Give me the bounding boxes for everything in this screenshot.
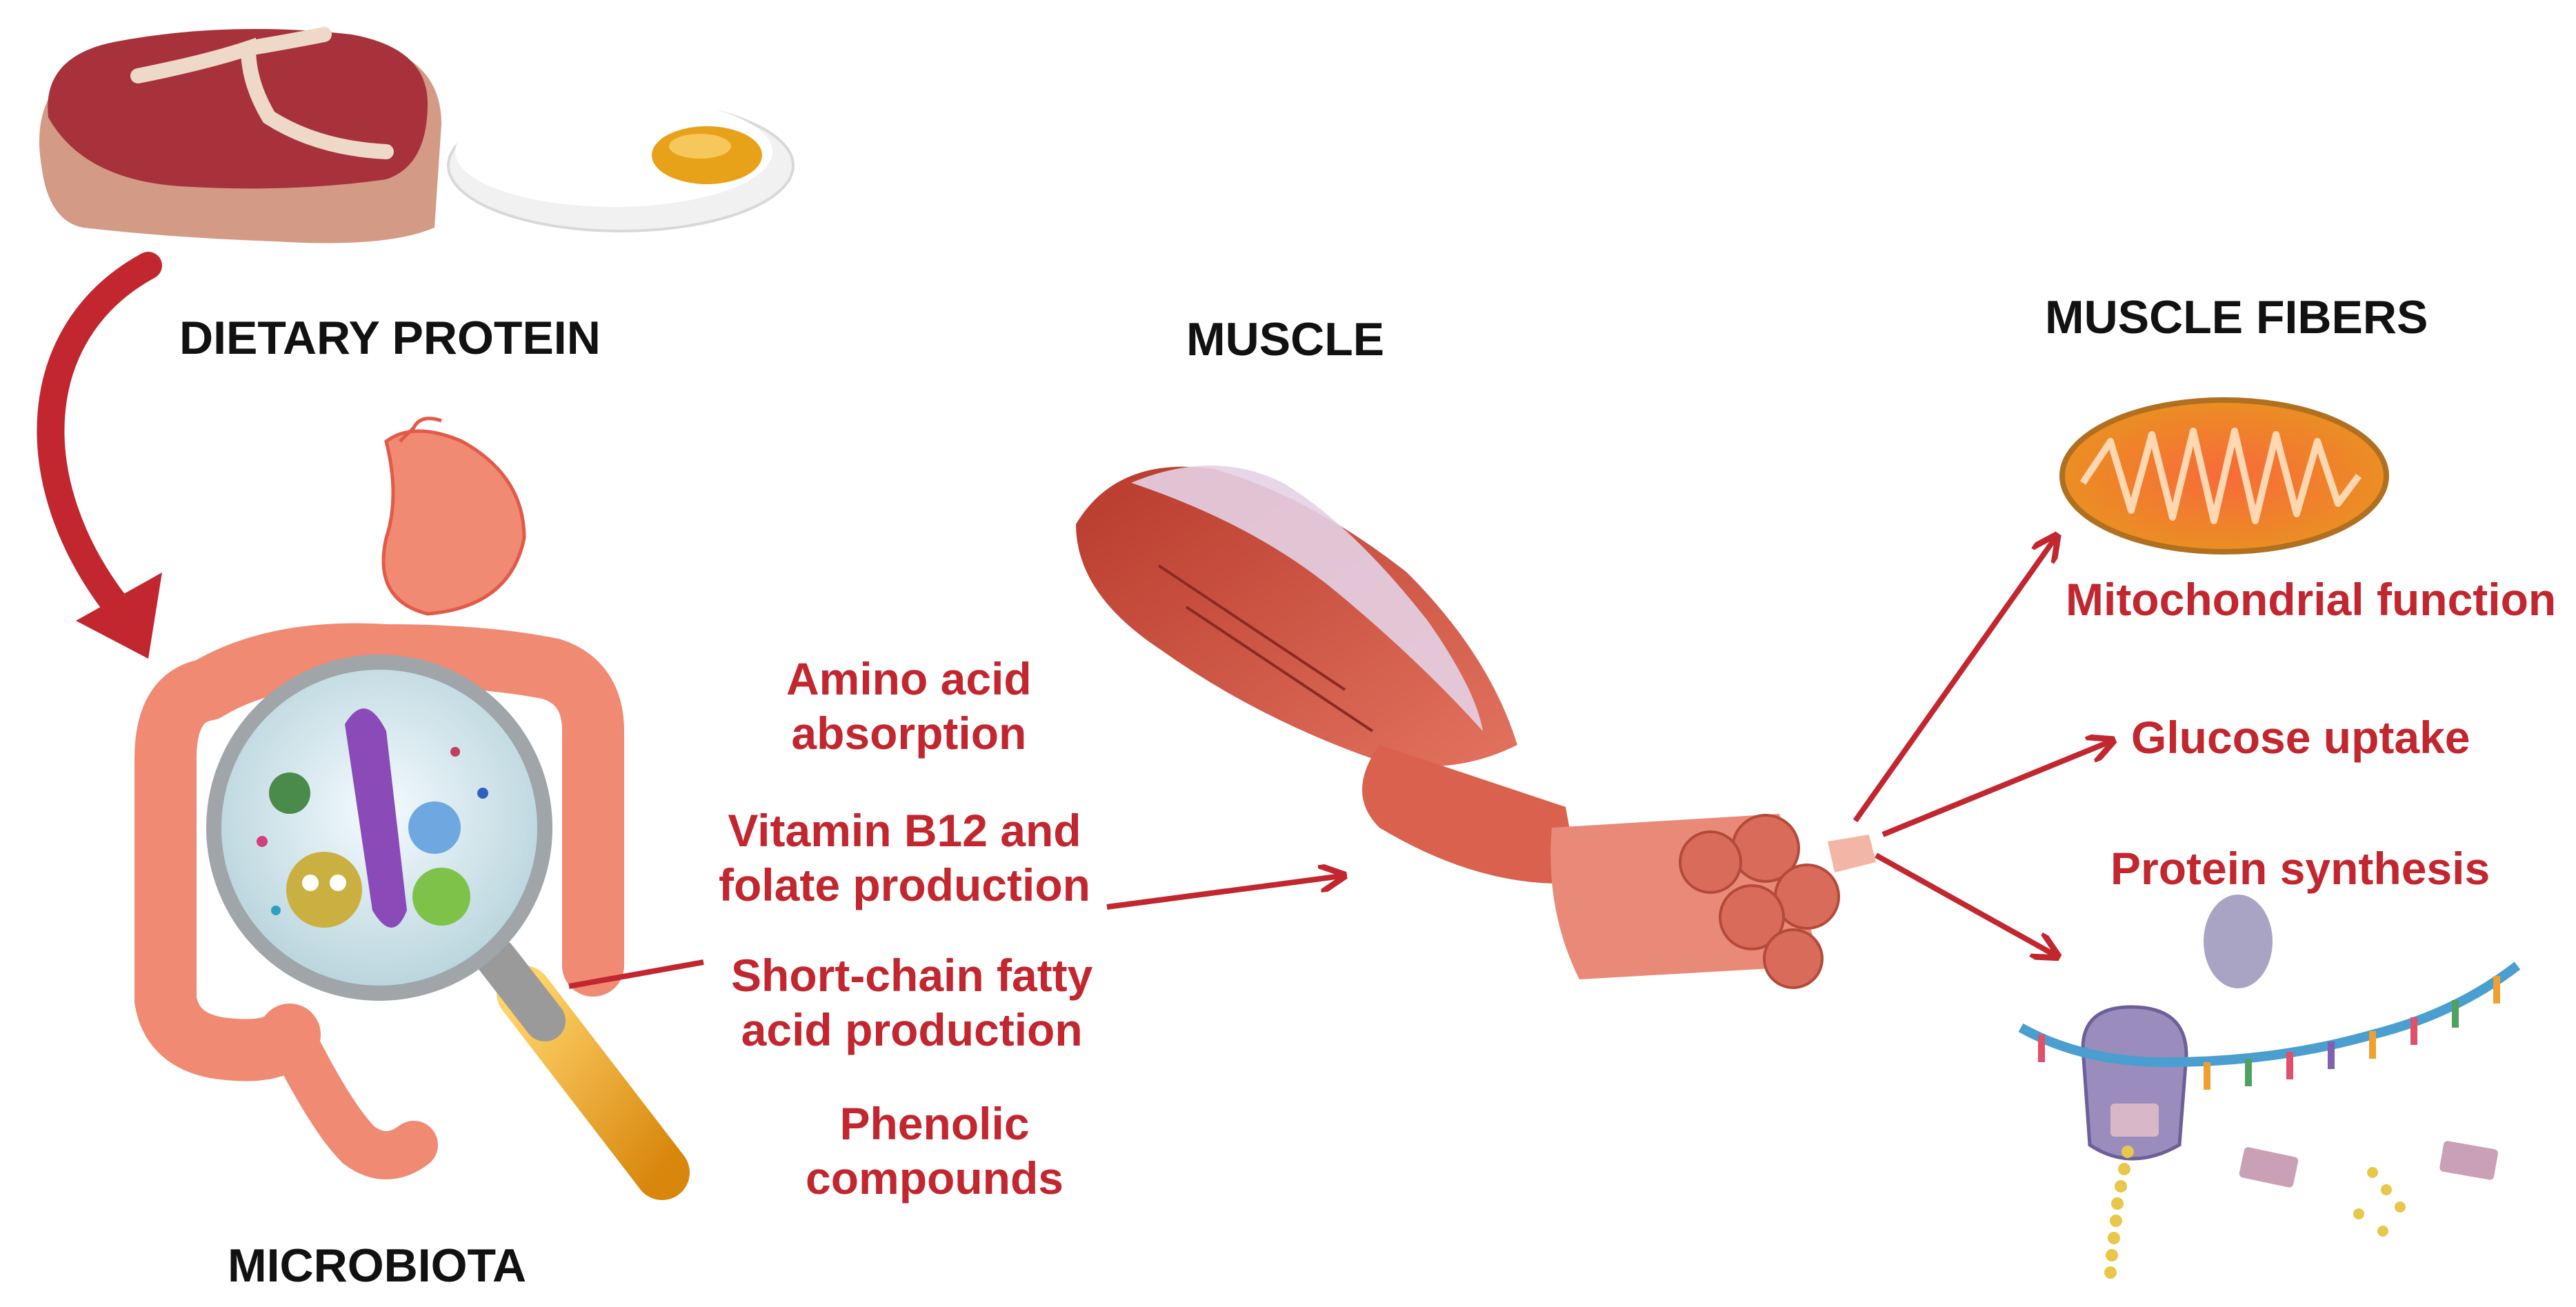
outcome-protein-synthesis: Protein synthesis xyxy=(2110,843,2490,894)
heading-microbiota: MICROBIOTA xyxy=(228,1239,527,1292)
effect-line: acid production xyxy=(741,1004,1083,1056)
effect-line: Short-chain fatty xyxy=(731,950,1093,1001)
heading-muscle: MUSCLE xyxy=(1186,313,1385,366)
effect-short-chain-fatty-acid: Short-chain fatty acid production xyxy=(731,948,1092,1057)
steak-icon xyxy=(39,27,441,243)
effect-line: Vitamin B12 and xyxy=(728,805,1081,856)
outcome-glucose-uptake: Glucose uptake xyxy=(2131,712,2470,763)
mitochondrion-icon xyxy=(2059,397,2389,555)
fiber-bundle-icon xyxy=(1550,814,1876,989)
heading-dietary-protein: DIETARY PROTEIN xyxy=(179,312,601,364)
digestive-tract-icon xyxy=(134,417,624,1179)
mrna-icon xyxy=(2018,961,2521,1090)
curved-arrow-icon xyxy=(37,252,162,659)
ribosome-icon xyxy=(2081,895,2498,1279)
effects-to-muscle-arrow xyxy=(1106,876,1341,910)
effect-line: Amino acid xyxy=(786,653,1032,704)
magnifier-connector xyxy=(568,959,704,989)
outcome-mitochondrial-function: Mitochondrial function xyxy=(2066,574,2557,625)
arrow-to-glucose xyxy=(1881,741,2110,837)
effect-phenolic-compounds: Phenolic compounds xyxy=(806,1097,1064,1206)
muscle-icon xyxy=(1076,466,1579,884)
arrow-to-protein xyxy=(1875,852,2055,955)
effect-amino-acid: Amino acid absorption xyxy=(786,652,1032,761)
effect-vitamin-b12: Vitamin B12 and folate production xyxy=(719,804,1090,912)
effect-line: folate production xyxy=(719,859,1090,911)
effect-line: compounds xyxy=(806,1153,1064,1204)
effect-line: absorption xyxy=(791,708,1027,759)
arrow-to-mitochondrial xyxy=(1853,538,2055,823)
effect-line: Phenolic xyxy=(839,1098,1030,1149)
bacteria-icon xyxy=(257,708,488,928)
fried-egg-icon xyxy=(447,97,795,232)
heading-muscle-fibers: MUSCLE FIBERS xyxy=(2045,291,2428,343)
